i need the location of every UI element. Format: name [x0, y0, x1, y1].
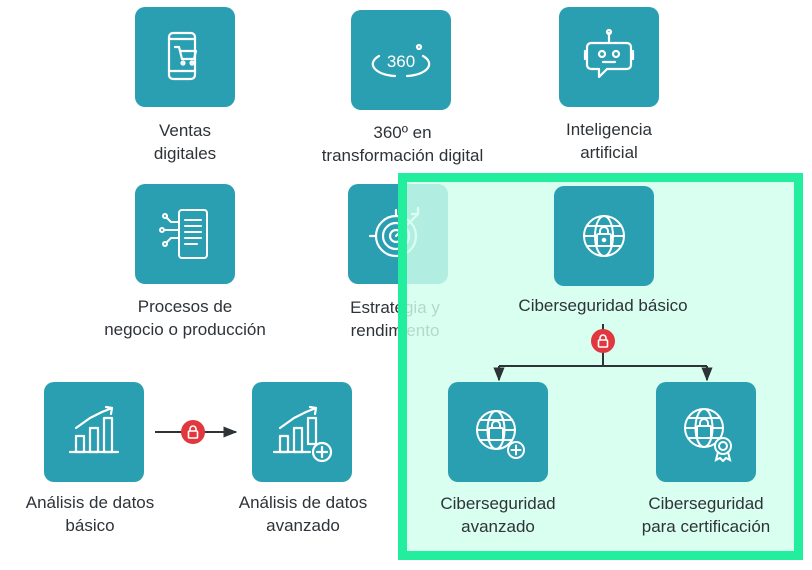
mobile-cart-icon	[167, 31, 198, 81]
ciber-basico-tile[interactable]	[554, 186, 654, 286]
bar-chart-icon	[68, 405, 120, 454]
globe-lock-badge-icon	[684, 408, 732, 462]
globe-lock-plus-icon	[476, 410, 525, 459]
tres60-tile[interactable]: 360	[351, 10, 451, 110]
360-icon: 360	[371, 43, 431, 78]
analisis-basico-tile[interactable]	[44, 382, 144, 482]
ia-tile[interactable]	[559, 7, 659, 107]
procesos-tile[interactable]	[135, 184, 235, 284]
ciber-avanzado-tile[interactable]	[448, 382, 548, 482]
bar-chart-plus-icon	[272, 405, 333, 463]
ciber-cert-tile[interactable]	[656, 382, 756, 482]
lock-icon	[181, 420, 205, 444]
globe-lock-icon	[583, 215, 625, 257]
ventas-digitales-tile[interactable]	[135, 7, 235, 107]
lock-icon	[591, 329, 615, 353]
analisis-avanzado-tile[interactable]	[252, 382, 352, 482]
ciber-basico-label: Ciberseguridad básico	[518, 296, 688, 315]
circuit-tablet-icon	[159, 209, 208, 259]
robot-chat-icon	[583, 28, 635, 79]
360-icon-text: 360	[387, 52, 415, 71]
